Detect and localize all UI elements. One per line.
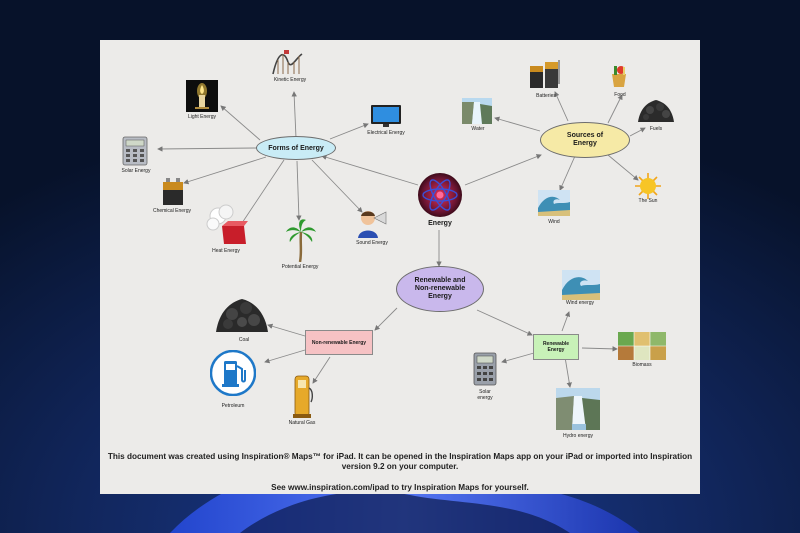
food-label: Food (614, 92, 626, 98)
sources-of-energy-node[interactable]: Sources of Energy (540, 122, 630, 158)
biomass-icon (618, 332, 666, 360)
sources-of-energy-label: Sources of Energy (566, 132, 604, 147)
palm-tree-icon (286, 219, 316, 262)
petroleum-label: Petroleum (221, 403, 245, 409)
coal-icon (216, 299, 268, 332)
renewable-and-nonrenewable-node[interactable]: Renewable and Non-renewable Energy (396, 266, 484, 312)
fire-icon (206, 204, 248, 244)
heat-energy-label: Heat Energy (212, 248, 240, 254)
solar-energy-label: Solar energy (477, 389, 493, 401)
light-energy-label: Light Energy (187, 114, 217, 120)
chemical-energy-label: Chemical Energy (152, 208, 192, 214)
wind-energy-label: Wind energy (565, 300, 595, 306)
person-shouting-icon (358, 211, 387, 238)
biomass-label: Biomass (632, 362, 652, 368)
hydro-energy-label: Hydro energy (562, 433, 593, 439)
coal-pile-icon (638, 100, 674, 122)
sun-icon (635, 173, 661, 199)
water-label: Water (471, 126, 485, 132)
sound-energy-label: Sound Energy (356, 240, 388, 246)
roller-coaster-icon (272, 50, 303, 75)
energy-label: Energy (428, 219, 452, 227)
renewable-and-nonrenewable-label: Renewable and Non-renewable Energy (414, 277, 466, 300)
wind-label: Wind (548, 219, 560, 225)
natural-gas-pump-icon (293, 375, 314, 418)
waterfall-icon (462, 98, 492, 124)
non-renewable-energy-label: Non-renewable Energy (311, 339, 367, 346)
coal-label: Coal (238, 337, 250, 343)
wind-wave-icon (538, 190, 570, 216)
candle-icon (186, 80, 218, 112)
batteries-icon (530, 60, 560, 88)
electrical-energy-label: Electrical Energy (367, 130, 405, 136)
food-icon (612, 66, 626, 87)
forms-of-energy-node[interactable]: Forms of Energy (256, 136, 336, 160)
wind-wave-icon (562, 270, 600, 300)
kinetic-energy-label: Kinetic Energy (273, 77, 307, 83)
renewable-energy-label: Renewable Energy (542, 341, 570, 353)
solar-calculator-icon (473, 352, 497, 386)
fuels-label: Fuels (649, 126, 663, 132)
renewable-energy-node[interactable]: Renewable Energy (533, 334, 579, 360)
television-icon (371, 105, 401, 127)
solar-energy-label: Solar Energy (121, 168, 151, 174)
connector-lines (157, 91, 646, 388)
gas-pump-icon (210, 350, 256, 396)
natural-gas-label: Natural Gas (288, 420, 316, 426)
hydro-dam-icon (556, 388, 600, 430)
batteries-label: Batteries (536, 93, 556, 99)
the-sun-label: The Sun (638, 198, 658, 204)
footer-website-link[interactable]: See www.inspiration.com/ipad to try Insp… (271, 483, 529, 492)
forms-of-energy-label: Forms of Energy (268, 144, 324, 152)
calculator-icon (122, 136, 148, 166)
non-renewable-energy-node[interactable]: Non-renewable Energy (305, 330, 373, 355)
potential-energy-label: Potential Energy (281, 264, 319, 270)
concept-map-document: Forms of Energy Sources of Energy Renewa… (100, 40, 700, 494)
footer-creation-note: This document was created using Inspirat… (107, 452, 693, 471)
battery-icon (163, 178, 183, 205)
atom-icon[interactable] (417, 172, 463, 218)
